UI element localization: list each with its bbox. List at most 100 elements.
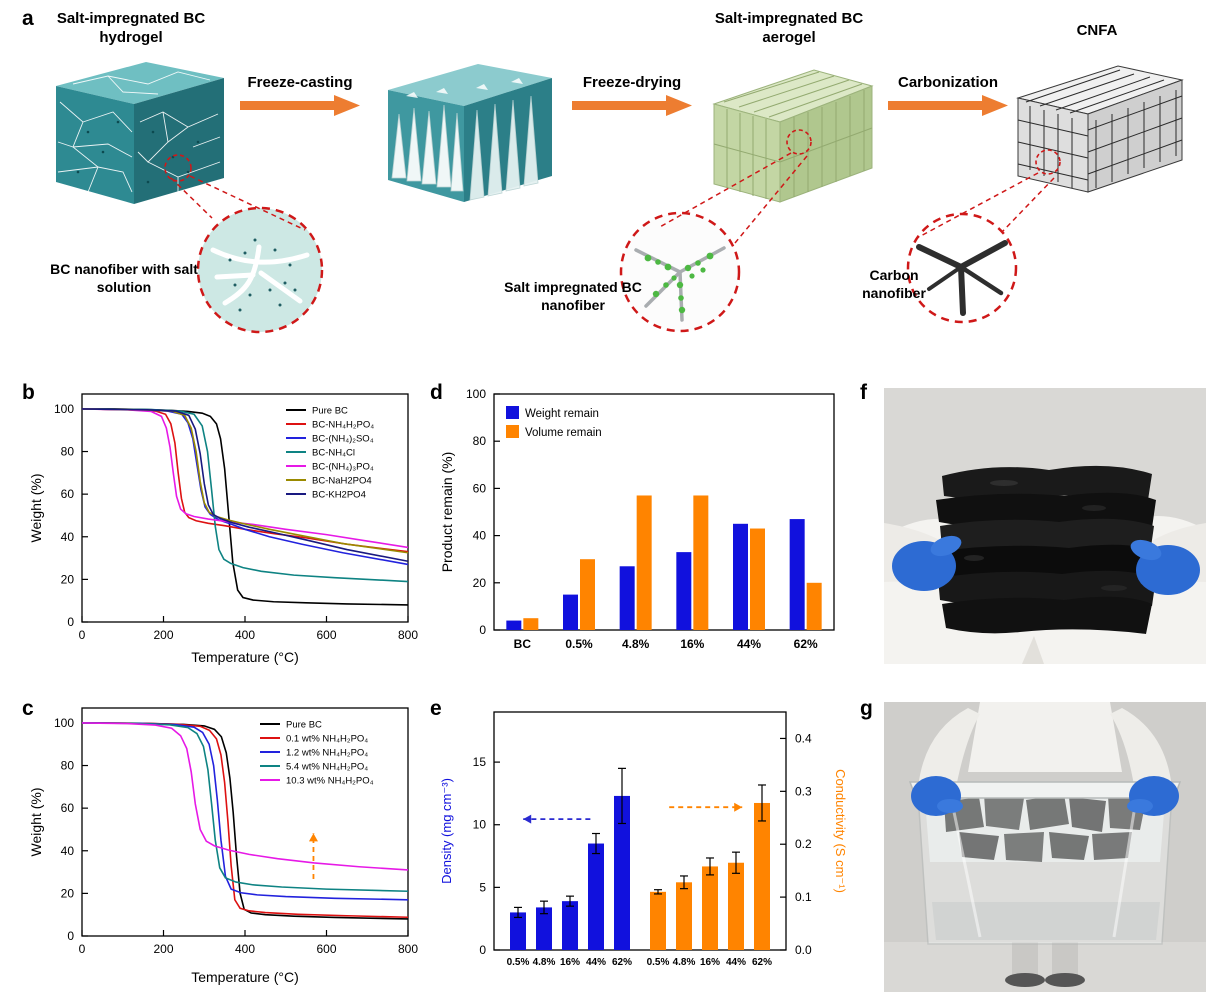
svg-text:Temperature (°C): Temperature (°C) bbox=[191, 969, 299, 985]
svg-text:60: 60 bbox=[473, 481, 487, 495]
svg-text:0.3: 0.3 bbox=[795, 784, 812, 798]
carbon-pieces-box-photo bbox=[884, 702, 1206, 992]
right-arrow-icon bbox=[888, 95, 1008, 116]
svg-text:0.5%: 0.5% bbox=[647, 957, 670, 968]
svg-text:5.4 wt% NH₄H₂PO₄: 5.4 wt% NH₄H₂PO₄ bbox=[286, 762, 368, 773]
panel-label-g: g bbox=[860, 697, 873, 720]
panel-label-f: f bbox=[860, 381, 867, 404]
svg-text:Product remain (%): Product remain (%) bbox=[439, 452, 455, 573]
svg-text:20: 20 bbox=[61, 886, 75, 900]
freeze-cast-cube-illustration bbox=[388, 64, 552, 202]
svg-text:100: 100 bbox=[54, 402, 74, 416]
svg-text:Weight (%): Weight (%) bbox=[28, 474, 44, 543]
svg-text:BC-NH₄Cl: BC-NH₄Cl bbox=[312, 448, 355, 459]
svg-text:40: 40 bbox=[61, 844, 75, 858]
hydrogel-cube-illustration bbox=[56, 62, 224, 204]
ice-tips-top bbox=[406, 78, 523, 98]
blue-glove-left bbox=[892, 535, 962, 591]
svg-text:600: 600 bbox=[316, 628, 336, 642]
svg-text:60: 60 bbox=[61, 487, 75, 501]
zoom-source-circle bbox=[164, 154, 192, 182]
svg-text:0.1 wt% NH₄H₂PO₄: 0.1 wt% NH₄H₂PO₄ bbox=[286, 734, 368, 745]
aerogel-inset-label: Salt impregnated BC nanofiber bbox=[504, 279, 642, 314]
cnfa-title: CNFA bbox=[1076, 22, 1118, 39]
svg-text:40: 40 bbox=[61, 530, 75, 544]
svg-text:BC: BC bbox=[514, 637, 532, 651]
zoom-source-circle bbox=[786, 129, 812, 155]
svg-text:16%: 16% bbox=[560, 957, 580, 968]
svg-text:BC-(NH₄)₂SO₄: BC-(NH₄)₂SO₄ bbox=[312, 434, 374, 445]
svg-text:0.5%: 0.5% bbox=[565, 637, 593, 651]
svg-text:62%: 62% bbox=[794, 637, 818, 651]
svg-text:BC-KH2PO4: BC-KH2PO4 bbox=[312, 490, 366, 501]
carbon-fibers bbox=[916, 240, 1008, 316]
svg-text:100: 100 bbox=[466, 387, 486, 401]
freeze-casting-step: Freeze-casting bbox=[238, 74, 362, 123]
svg-text:Pure BC: Pure BC bbox=[312, 406, 348, 417]
carbonization-label: Carbonization bbox=[898, 74, 998, 91]
panel-label-a: a bbox=[22, 7, 34, 30]
aerogel-illustration bbox=[712, 69, 874, 203]
svg-text:20: 20 bbox=[61, 572, 75, 586]
hydrogel-nanofiber-inset bbox=[196, 206, 324, 334]
cnfa-inset-label: Carbon nanofiber bbox=[862, 267, 926, 302]
svg-text:Temperature (°C): Temperature (°C) bbox=[191, 649, 299, 665]
svg-text:200: 200 bbox=[153, 628, 173, 642]
svg-text:5: 5 bbox=[479, 880, 486, 894]
svg-text:0: 0 bbox=[67, 615, 74, 629]
salt-impregnated-nanofiber-inset bbox=[619, 211, 741, 333]
ice-cones-front bbox=[391, 104, 464, 192]
svg-text:BC-NH₄H₂PO₄: BC-NH₄H₂PO₄ bbox=[312, 420, 374, 431]
svg-text:20: 20 bbox=[473, 576, 487, 590]
svg-text:44%: 44% bbox=[726, 957, 746, 968]
svg-text:62%: 62% bbox=[612, 957, 632, 968]
svg-text:80: 80 bbox=[473, 434, 487, 448]
bc-nanofibers bbox=[210, 244, 310, 306]
svg-text:0.4: 0.4 bbox=[795, 731, 812, 745]
right-arrow-icon bbox=[572, 95, 692, 116]
svg-text:Weight (%): Weight (%) bbox=[28, 788, 44, 857]
svg-text:0.0: 0.0 bbox=[795, 943, 812, 957]
panel-label-b: b bbox=[22, 381, 35, 404]
svg-text:Density (mg cm⁻³): Density (mg cm⁻³) bbox=[439, 778, 454, 884]
svg-text:0.2: 0.2 bbox=[795, 837, 812, 851]
svg-text:10: 10 bbox=[473, 818, 487, 832]
carbon-nanofiber-inset bbox=[906, 212, 1018, 324]
svg-text:0.1: 0.1 bbox=[795, 890, 812, 904]
svg-text:4.8%: 4.8% bbox=[673, 957, 696, 968]
svg-text:60: 60 bbox=[61, 801, 75, 815]
hydrogel-title: Salt-impregnated BC hydrogel bbox=[56, 10, 206, 46]
svg-text:16%: 16% bbox=[680, 637, 704, 651]
salt-particles bbox=[644, 252, 714, 314]
svg-text:16%: 16% bbox=[700, 957, 720, 968]
blue-glove-left bbox=[911, 776, 963, 816]
panel-label-e: e bbox=[430, 697, 442, 720]
svg-text:0: 0 bbox=[479, 623, 486, 637]
aerogel-title: Salt-impregnated BC aerogel bbox=[714, 10, 864, 46]
panel-label-c: c bbox=[22, 697, 34, 720]
svg-text:62%: 62% bbox=[752, 957, 772, 968]
svg-text:0: 0 bbox=[79, 942, 86, 956]
svg-text:800: 800 bbox=[398, 628, 418, 642]
svg-text:0.5%: 0.5% bbox=[507, 957, 530, 968]
svg-text:44%: 44% bbox=[737, 637, 761, 651]
svg-text:400: 400 bbox=[235, 942, 255, 956]
svg-text:Conductivity (S cm⁻¹): Conductivity (S cm⁻¹) bbox=[833, 769, 846, 893]
panel-label-d: d bbox=[430, 381, 443, 404]
svg-text:Volume remain: Volume remain bbox=[525, 427, 602, 439]
svg-text:4.8%: 4.8% bbox=[622, 637, 650, 651]
carbon-network-lines bbox=[1017, 69, 1183, 188]
svg-text:600: 600 bbox=[316, 942, 336, 956]
blue-glove-right bbox=[1130, 539, 1200, 595]
svg-text:Pure BC: Pure BC bbox=[286, 720, 322, 731]
hydrogel-inset-label: BC nanofiber with salt solution bbox=[50, 261, 198, 296]
blue-glove-right bbox=[1127, 776, 1179, 816]
svg-text:100: 100 bbox=[54, 716, 74, 730]
ice-cones-side bbox=[469, 95, 539, 201]
nanofiber-network-lines bbox=[57, 71, 221, 200]
